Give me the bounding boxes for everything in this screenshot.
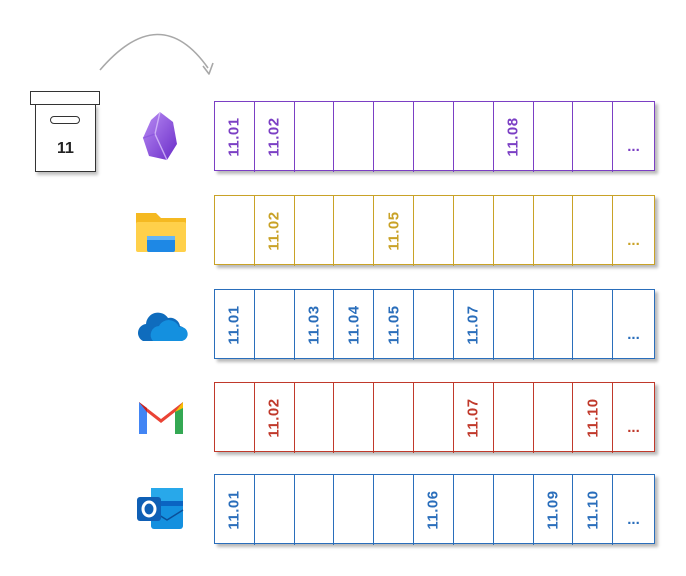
archive-box-label: 11	[57, 140, 74, 157]
day-cell	[255, 475, 295, 545]
timeline-strip: 11.02 11.05...	[214, 195, 655, 266]
day-cell: 11.10	[573, 475, 614, 545]
day-cell: 11.06	[414, 475, 454, 545]
timeline-strip: 11.02 11.07 11.10...	[214, 382, 655, 453]
day-cell	[215, 383, 255, 453]
day-cell	[573, 196, 614, 266]
day-cell: ...	[613, 290, 654, 360]
day-cell: 11.02	[255, 196, 295, 266]
date-label: 11.02	[265, 211, 283, 251]
date-label: 11.01	[225, 117, 243, 157]
day-cell	[414, 383, 454, 453]
date-label: 11.07	[464, 398, 482, 438]
day-cell	[295, 102, 335, 172]
day-cell	[454, 475, 494, 545]
timeline-strip: 11.01 11.03 11.04 11.05 11.07...	[214, 289, 655, 360]
archive-box-body: 11	[35, 104, 96, 172]
day-cell: 11.10	[573, 383, 614, 453]
day-cell	[334, 383, 375, 453]
day-cell	[414, 196, 454, 266]
day-cell	[374, 383, 415, 453]
day-cell: 11.05	[374, 196, 415, 266]
day-cell: 11.09	[534, 475, 574, 545]
day-cell	[573, 102, 614, 172]
day-cell	[534, 102, 574, 172]
date-label: 11.01	[225, 490, 243, 530]
date-label: 11.05	[385, 305, 403, 345]
timeline-strip: 11.01 11.02 11.08...	[214, 101, 655, 172]
day-cell	[334, 102, 375, 172]
day-cell	[295, 475, 335, 545]
day-cell	[374, 102, 415, 172]
archive-box-handle	[50, 116, 80, 124]
day-cell	[534, 196, 574, 266]
day-cell	[255, 290, 295, 360]
obsidian-icon	[142, 111, 177, 161]
file-explorer-icon	[136, 213, 186, 252]
more-ellipsis: ...	[627, 511, 640, 528]
day-cell: 11.01	[215, 290, 255, 360]
day-cell: 11.07	[454, 290, 494, 360]
day-cell	[573, 290, 614, 360]
date-label: 11.10	[584, 490, 602, 530]
date-label: 11.01	[225, 305, 243, 345]
day-cell	[414, 290, 454, 360]
onedrive-icon	[138, 312, 188, 341]
day-cell: 11.01	[215, 475, 255, 545]
curved-arrow	[99, 33, 214, 75]
day-cell	[374, 475, 415, 545]
day-cell	[414, 102, 454, 172]
date-label: 11.08	[504, 117, 522, 157]
day-cell	[334, 475, 375, 545]
day-cell: 11.01	[215, 102, 255, 172]
day-cell: 11.05	[374, 290, 415, 360]
date-label: 11.06	[424, 490, 442, 530]
day-cell: 11.03	[295, 290, 335, 360]
day-cell: ...	[613, 475, 654, 545]
more-ellipsis: ...	[627, 232, 640, 249]
date-label: 11.10	[584, 398, 602, 438]
day-cell	[534, 290, 574, 360]
date-label: 11.05	[385, 211, 403, 251]
day-cell	[295, 196, 335, 266]
day-cell	[334, 196, 375, 266]
date-label: 11.09	[544, 490, 562, 530]
day-cell	[494, 290, 534, 360]
date-label: 11.02	[265, 117, 283, 157]
outlook-icon	[137, 488, 184, 529]
day-cell: 11.04	[334, 290, 375, 360]
more-ellipsis: ...	[627, 138, 640, 155]
day-cell: 11.07	[454, 383, 494, 453]
more-ellipsis: ...	[627, 326, 640, 343]
day-cell: ...	[613, 102, 654, 172]
day-cell	[494, 196, 534, 266]
day-cell: ...	[613, 383, 654, 453]
date-label: 11.02	[265, 398, 283, 438]
gmail-icon	[139, 402, 183, 434]
date-label: 11.04	[345, 305, 363, 345]
day-cell: 11.08	[494, 102, 534, 172]
timeline-strip: 11.01 11.06 11.09 11.10...	[214, 474, 655, 545]
day-cell	[454, 196, 494, 266]
day-cell	[494, 383, 534, 453]
date-label: 11.07	[464, 305, 482, 345]
day-cell	[534, 383, 574, 453]
day-cell	[454, 102, 494, 172]
day-cell: 11.02	[255, 102, 295, 172]
day-cell: ...	[613, 196, 654, 266]
day-cell: 11.02	[255, 383, 295, 453]
date-label: 11.03	[305, 305, 323, 345]
archive-box-lid	[30, 91, 100, 105]
day-cell	[295, 383, 335, 453]
more-ellipsis: ...	[627, 419, 640, 436]
day-cell	[494, 475, 534, 545]
day-cell	[215, 196, 255, 266]
